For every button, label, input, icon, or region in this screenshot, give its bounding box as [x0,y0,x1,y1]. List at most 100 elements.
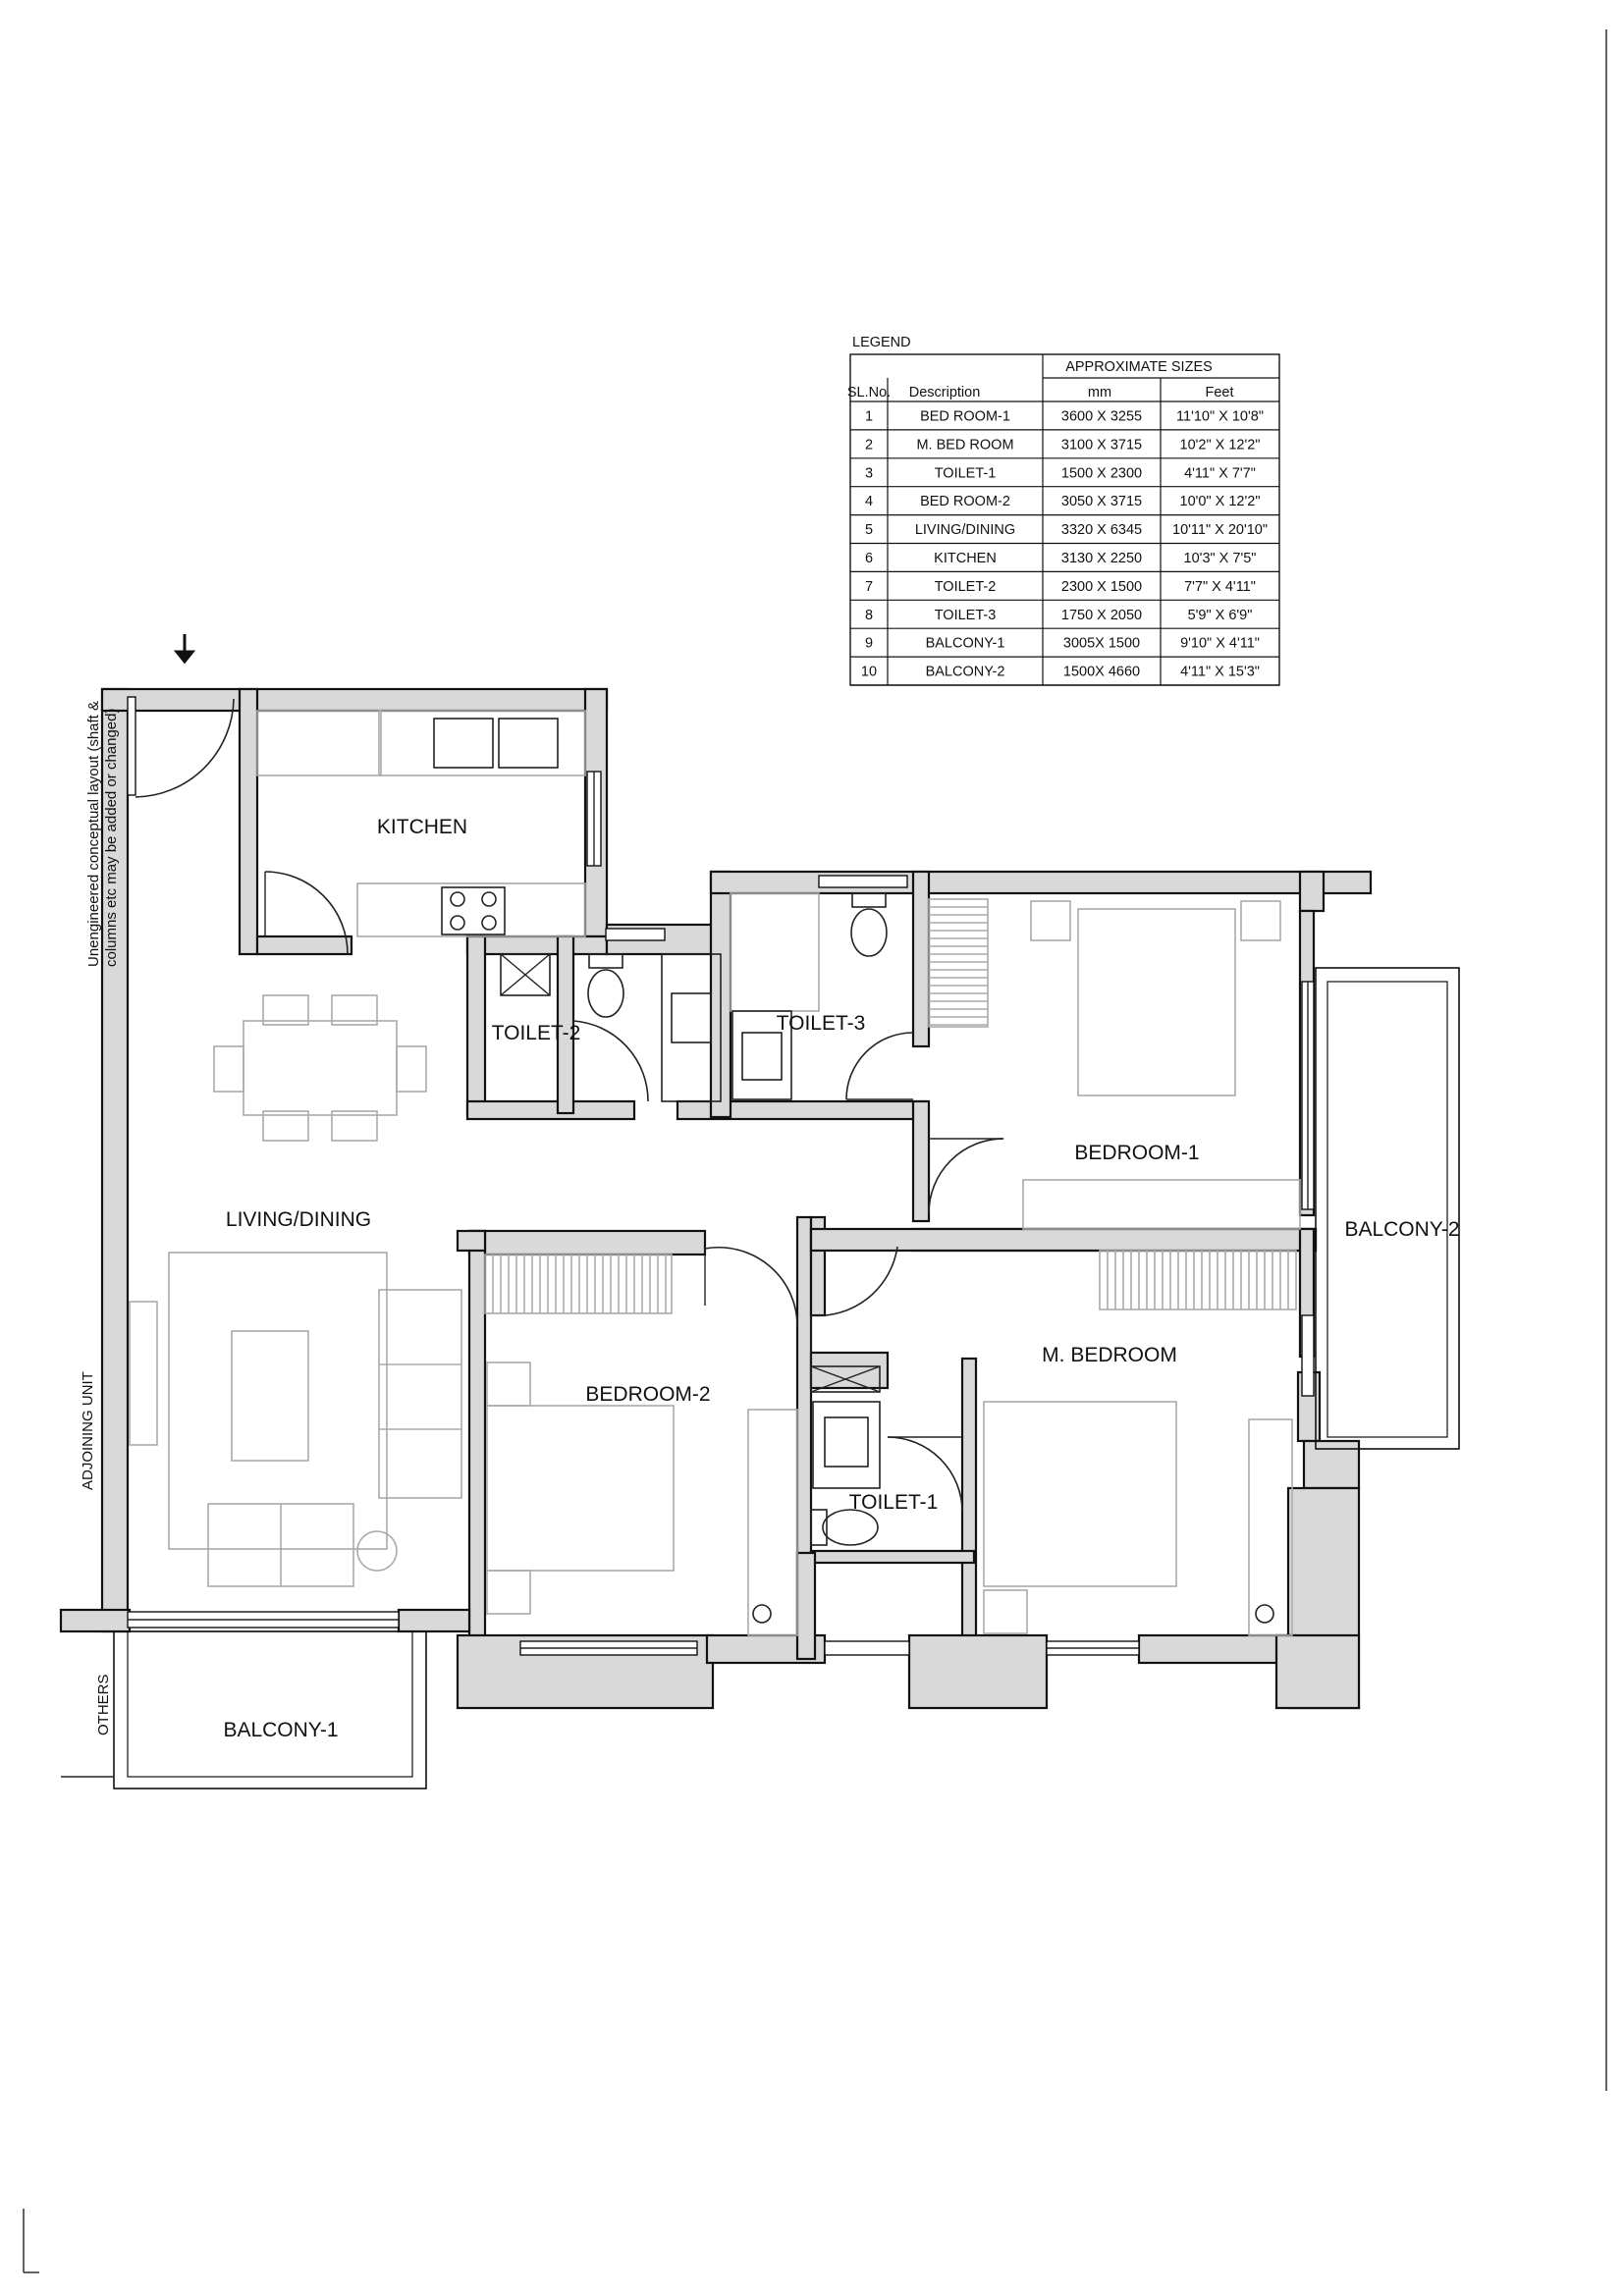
balcony1-inner [127,1630,413,1778]
legend-cell-description: TOILET-3 [935,608,997,623]
bed-icon [1030,900,1281,1096]
legend-cell-feet: 10'11" X 20'10" [1172,522,1268,538]
sink-icon-toilet1 [824,1416,869,1468]
legend-cell-slno: 6 [865,551,873,566]
legend-cell-description: LIVING/DINING [915,522,1015,538]
toilet1-shaft [810,1365,881,1393]
legend-cell-slno: 1 [865,408,873,424]
legend-cell-mm: 1500 X 2300 [1061,465,1142,481]
entry-door[interactable] [127,634,235,798]
master-furniture [983,1250,1297,1636]
wardrobe-bedroom2 [484,1254,673,1314]
entry-arrow-icon [173,634,196,665]
legend-cell-feet: 10'3" X 7'5" [1184,551,1257,566]
toilet-icon-3 [850,892,888,957]
legend-cell-mm: 3005X 1500 [1063,636,1140,652]
bedroom1-door-swing [928,1138,1004,1214]
side-labels: Unengineered conceptual layout (shaft & … [80,701,120,1735]
coffee-table [231,1330,309,1462]
legend-cell-slno: 3 [865,465,873,481]
toilet2-vent [605,928,666,941]
room-label-living: LIVING/DINING [226,1208,371,1231]
bedroom2-dresser [747,1409,798,1636]
legend-cell-description: BED ROOM-1 [920,408,1010,424]
legend-cell-description: BALCONY-1 [926,636,1005,652]
corridor-east-wall [911,1099,931,1223]
legend-header-group: APPROXIMATE SIZES [1065,359,1213,375]
legend-cell-description: BALCONY-2 [926,665,1005,680]
kitchen-west-wall [238,687,259,956]
bedroom2-nw-corner [456,1229,487,1253]
legend-cell-mm: 2300 X 1500 [1061,579,1142,595]
toilet2-shaft [500,953,551,996]
legend-cell-slno: 8 [865,608,873,623]
legend-cell-feet: 10'0" X 12'2" [1180,494,1261,509]
room-label-bedroom1: BEDROOM-1 [1074,1142,1199,1164]
legend-cell-feet: 11'10" X 10'8" [1176,408,1264,424]
legend-cell-slno: 7 [865,579,873,595]
west-wall [100,687,130,1633]
wardrobe-bedroom1 [928,898,989,1028]
dining-table-icon [213,994,427,1142]
legend-cell-mm: 1750 X 2050 [1061,608,1142,623]
kitchen-south-wall-left [255,934,353,956]
bedroom2-furniture [484,1246,798,1636]
bed-icon-master [983,1401,1177,1634]
kitchen-door-swing [264,871,349,955]
bedroom2-west-wall [467,1229,487,1661]
master-door-swing [810,1246,898,1317]
toilet1-fixtures [810,1246,963,1546]
walls [59,687,1373,1710]
toilet1-shaft-wall [809,1351,890,1390]
bedroom1-ne-corner [1298,870,1326,913]
bedroom1-furniture [928,898,1301,1230]
sink-icon-2 [498,718,559,769]
legend-grid [850,354,1279,686]
kitchen-counter-bottom [356,882,586,937]
toilet1-south-wall [809,1549,976,1565]
room-label-balcony1: BALCONY-1 [223,1719,338,1741]
bedroom1-dresser [1022,1179,1301,1230]
stove-icon [441,886,506,935]
legend-cell-feet: 7'7" X 4'11" [1184,579,1256,595]
tv-unit [129,1301,158,1446]
living-sw-corner [59,1608,132,1633]
room-label-master: M. BEDROOM [1042,1344,1177,1366]
room-labels: KITCHEN TOILET-2 TOILET-3 BEDROOM-1 BALC… [223,816,1459,1741]
legend-cell-slno: 9 [865,636,873,652]
bed-icon-2 [486,1362,675,1615]
toilet2-west-wall [465,934,487,1117]
toilet1-west-wall-lower [795,1551,817,1661]
toilet2-fixtures [500,953,722,1102]
legend-cell-slno: 10 [861,665,877,680]
master-se-corner [1274,1633,1361,1710]
room-label-toilet2: TOILET-2 [492,1022,581,1044]
sink-icon [433,718,494,769]
sheet-border [23,29,1607,2273]
legend-cell-slno: 5 [865,522,873,538]
kitchen-counter-top [378,710,586,776]
bedroom2-north-wall [467,1229,707,1256]
toilet2-door-swing [572,1020,649,1102]
legend-cell-mm: 3130 X 2250 [1061,551,1142,566]
others-label: OTHERS [95,1674,112,1735]
toilet3-door-swing [845,1032,914,1100]
north-wall-kitchen [100,687,609,713]
master-south-wall [1137,1633,1298,1665]
north-wall-bedroom1 [709,870,1373,895]
legend-cell-slno: 2 [865,437,873,453]
legend-cell-mm: 3050 X 3715 [1061,494,1142,509]
master-side-window [1301,1314,1315,1397]
balcony2-inner [1326,981,1448,1438]
legend-cell-feet: 4'11" X 15'3" [1180,665,1260,680]
toilet3-vent [818,875,908,888]
toilet-icon-1 [810,1509,879,1546]
legend-cell-description: TOILET-2 [935,579,997,595]
toilet1-window [824,1640,910,1656]
legend-cell-feet: 10'2" X 12'2" [1180,437,1261,453]
legend-title: LEGEND [852,335,911,350]
door-swing-icon [135,698,235,798]
legend-cell-description: BED ROOM-2 [920,494,1010,509]
